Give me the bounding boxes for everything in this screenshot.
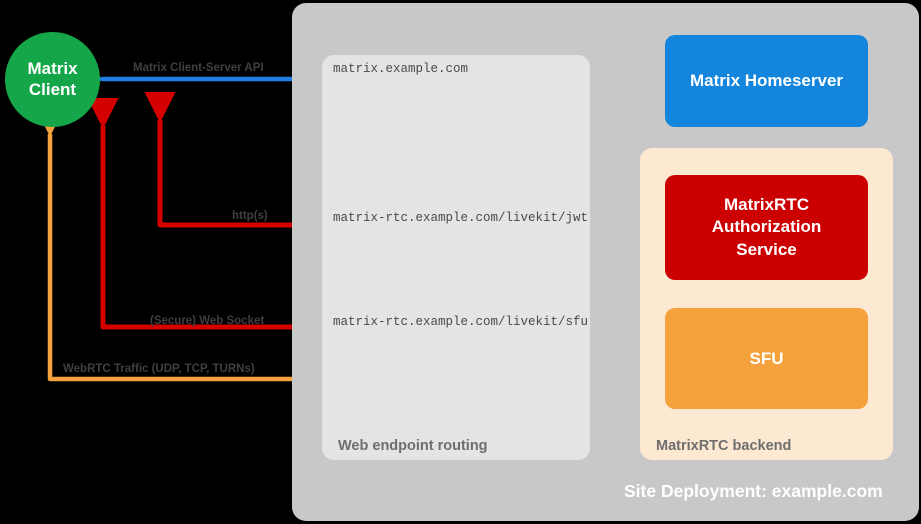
url-label-livekit-jwt: matrix-rtc.example.com/livekit/jwt bbox=[333, 211, 589, 225]
sfu-label: SFU bbox=[749, 348, 784, 368]
url-label-matrix-example-com: matrix.example.com bbox=[333, 62, 469, 76]
matrix-client-label-line2: Client bbox=[28, 79, 77, 99]
auth-label-line2: Authorization bbox=[711, 217, 822, 237]
node-matrixrtc-authorization-service[interactable]: MatrixRTC Authorization Service bbox=[665, 175, 868, 280]
edge-label-client-server-api: Matrix Client-Server API bbox=[133, 62, 264, 74]
node-sfu[interactable]: SFU bbox=[665, 308, 868, 409]
edge-label-https: http(s) bbox=[232, 210, 268, 222]
web-endpoint-routing-panel bbox=[322, 55, 590, 460]
web-endpoint-routing-label: Web endpoint routing bbox=[338, 438, 488, 454]
auth-label-line3: Service bbox=[736, 239, 797, 259]
node-matrix-client[interactable]: Matrix Client bbox=[5, 32, 100, 127]
matrix-client-label-line1: Matrix bbox=[27, 59, 78, 79]
edge-label-webrtc-traffic: WebRTC Traffic (UDP, TCP, TURNs) bbox=[63, 363, 255, 375]
site-deployment-title: Site Deployment: example.com bbox=[624, 481, 883, 501]
auth-label-line1: MatrixRTC bbox=[723, 195, 809, 215]
edge-label-secure-websocket: (Secure) Web Socket bbox=[150, 315, 265, 327]
matrix-homeserver-label: Matrix Homeserver bbox=[689, 71, 844, 90]
url-label-livekit-sfu: matrix-rtc.example.com/livekit/sfu bbox=[333, 315, 589, 329]
matrixrtc-backend-label: MatrixRTC backend bbox=[656, 438, 792, 454]
node-matrix-homeserver[interactable]: Matrix Homeserver bbox=[665, 35, 868, 127]
